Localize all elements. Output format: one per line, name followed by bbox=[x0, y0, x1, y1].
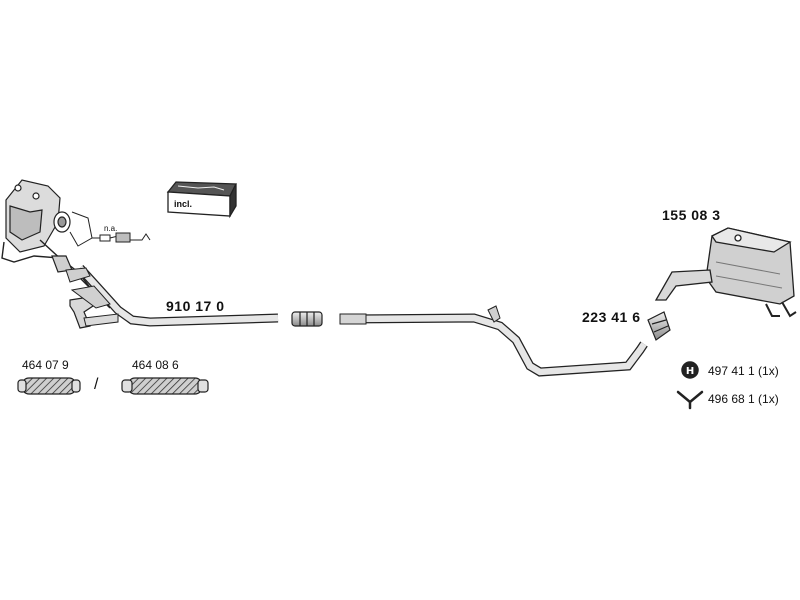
part-number-mount-a: 497 41 1 (1x) bbox=[708, 364, 779, 378]
rear-clamp bbox=[647, 311, 671, 341]
flex-pipe-a bbox=[17, 377, 81, 395]
incl-label: incl. bbox=[174, 199, 193, 209]
part-number-front-pipe: 910 17 0 bbox=[166, 298, 225, 314]
middle-pipe bbox=[339, 305, 648, 377]
part-number-flex-a: 464 07 9 bbox=[22, 358, 69, 372]
flex-pipe-b bbox=[121, 377, 209, 395]
part-number-mount-b: 496 68 1 (1x) bbox=[708, 392, 779, 406]
part-number-clamp: 223 41 6 bbox=[582, 309, 641, 325]
rear-muffler bbox=[654, 227, 797, 318]
part-number-rear-muffler: 155 08 3 bbox=[662, 207, 721, 223]
part-number-flex-b: 464 08 6 bbox=[132, 358, 179, 372]
front-pipe bbox=[65, 264, 279, 327]
v-bracket-icon bbox=[676, 390, 704, 410]
catalytic-converter bbox=[1, 179, 119, 329]
separator: / bbox=[94, 376, 99, 393]
connector-middle bbox=[291, 311, 323, 327]
svg-text:H: H bbox=[686, 366, 694, 377]
catalyst-note: n.a. bbox=[104, 224, 118, 233]
gasket-kit-box bbox=[166, 181, 238, 219]
rubber-mount-icon: H bbox=[681, 361, 699, 379]
sensor-pointer bbox=[69, 211, 151, 247]
